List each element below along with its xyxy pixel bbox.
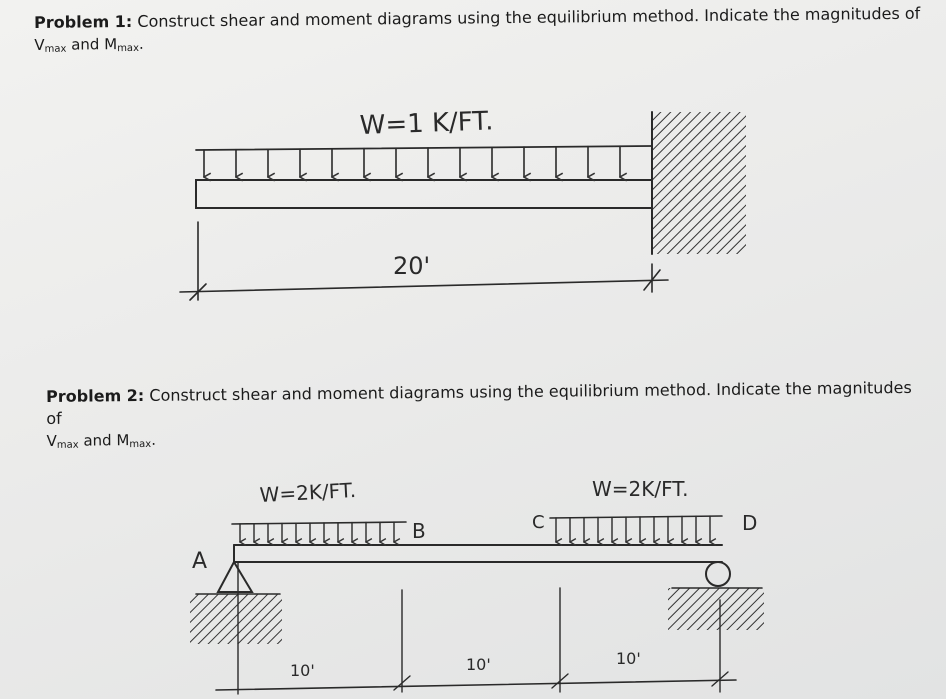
dimension-line-p2 [215,679,737,691]
span-label: 20' [393,252,430,280]
load-1-line [231,521,407,525]
load-1-arrows [240,521,394,542]
point-a-label: A [192,549,207,574]
problem-2-diagram [190,515,764,695]
load-1-label: W=2K/FT. [259,478,357,507]
fixed-wall-support [652,112,746,254]
dimension-tick-right [643,269,661,291]
problem-1-diagram [179,111,746,301]
pin-support-a [216,559,254,593]
cantilever-beam [195,179,653,209]
span-1-label: 10' [290,661,315,680]
ground-hatch-a [190,594,282,644]
load-line [195,145,653,151]
point-d-label: D [742,511,757,535]
load-label: W=1 K/FT. [359,106,494,141]
point-c-label: C [532,512,545,533]
span-2-label: 10' [466,655,491,674]
point-b-label: B [412,519,426,543]
roller-support-d [705,561,731,587]
load-2-label: W=2K/FT. [592,477,688,501]
load-2-line [549,515,723,519]
ground-hatch-d [668,588,764,630]
span-3-label: 10' [616,649,641,668]
dimension-tick-left [189,283,207,301]
dimension-line [179,279,669,293]
load-2-arrows [556,515,710,542]
distributed-load-arrows [204,145,620,177]
